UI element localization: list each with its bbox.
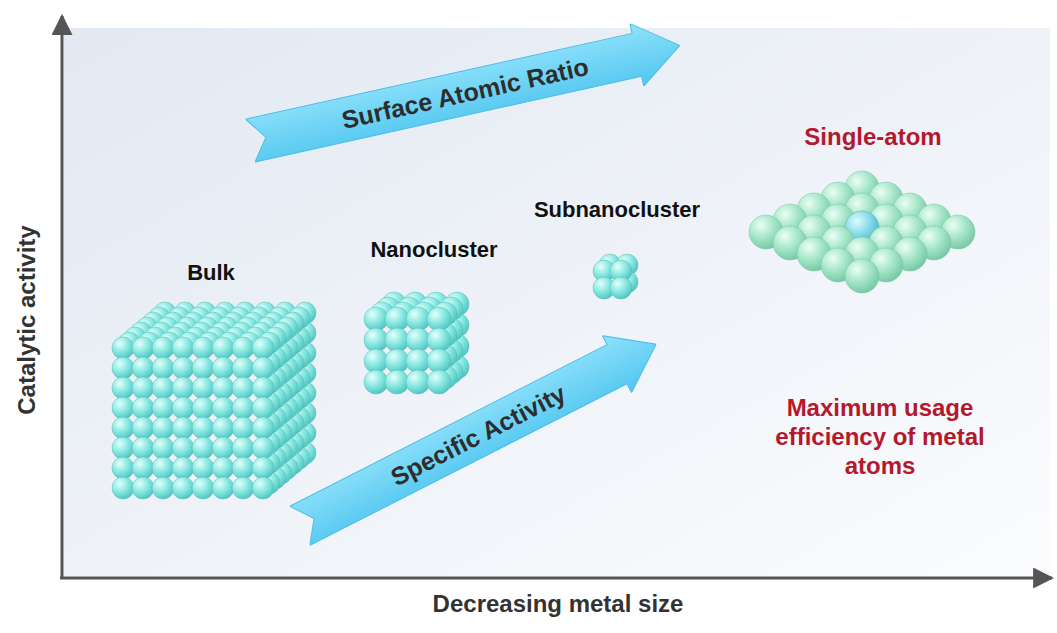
metal-atom — [232, 357, 254, 379]
metal-atom — [385, 349, 409, 373]
metal-atom — [212, 337, 234, 359]
metal-atom — [252, 417, 274, 439]
metal-atom — [192, 397, 214, 419]
metal-atom — [112, 377, 134, 399]
metal-atom — [132, 357, 154, 379]
nanocluster-model — [364, 292, 469, 394]
metal-atom — [232, 477, 254, 499]
atom-models — [112, 171, 975, 499]
metal-atom — [364, 349, 388, 373]
axis-label: Catalytic activity — [13, 225, 42, 414]
metal-atom — [212, 357, 234, 379]
metal-atom — [152, 417, 174, 439]
metal-atom — [232, 377, 254, 399]
metal-atom — [172, 417, 194, 439]
metal-atom — [132, 417, 154, 439]
subnanocluster-model — [593, 254, 638, 299]
metal-atom — [112, 357, 134, 379]
metal-atom — [385, 370, 409, 394]
metal-atom — [112, 417, 134, 439]
metal-atom — [172, 457, 194, 479]
axis-label: Decreasing metal size — [433, 590, 684, 619]
metal-atom — [192, 337, 214, 359]
support-atom — [845, 259, 879, 293]
size-label: Nanocluster — [370, 237, 497, 263]
metal-atom — [172, 437, 194, 459]
metal-atom — [252, 457, 274, 479]
size-label: Subnanocluster — [534, 197, 700, 223]
y-axis — [61, 16, 64, 578]
metal-atom — [192, 457, 214, 479]
metal-atom — [112, 457, 134, 479]
size-label: Bulk — [187, 260, 235, 286]
metal-atom — [406, 307, 430, 331]
metal-atom — [152, 337, 174, 359]
metal-atom — [192, 357, 214, 379]
metal-atom — [212, 477, 234, 499]
metal-atom — [132, 377, 154, 399]
arrow-body — [285, 316, 670, 555]
metal-atom — [232, 457, 254, 479]
metal-atom — [172, 357, 194, 379]
metal-atom — [252, 437, 274, 459]
metal-atom — [427, 328, 451, 352]
metal-atom — [427, 370, 451, 394]
metal-atom — [172, 477, 194, 499]
size-label: Single-atom — [804, 123, 941, 152]
metal-atom — [152, 397, 174, 419]
metal-atom — [385, 307, 409, 331]
metal-atom — [364, 328, 388, 352]
metal-atom — [252, 377, 274, 399]
metal-atom — [152, 357, 174, 379]
metal-atom — [112, 337, 134, 359]
metal-atom — [406, 370, 430, 394]
highlight-note: Maximum usage efficiency of metal atoms — [763, 394, 998, 480]
metal-atom — [427, 349, 451, 373]
metal-atom — [112, 437, 134, 459]
bulk-cube — [112, 302, 316, 499]
metal-atom — [192, 477, 214, 499]
metal-atom — [252, 477, 274, 499]
metal-atom — [132, 397, 154, 419]
metal-atom — [212, 417, 234, 439]
metal-atom — [132, 457, 154, 479]
metal-atom — [385, 328, 409, 352]
metal-atom — [212, 457, 234, 479]
metal-atom — [252, 397, 274, 419]
arrow-body — [243, 14, 686, 172]
metal-atom — [192, 417, 214, 439]
metal-atom — [364, 307, 388, 331]
metal-atom — [172, 337, 194, 359]
single-atom-model — [749, 171, 975, 293]
background-panel — [64, 28, 1050, 576]
metal-atom — [172, 397, 194, 419]
metal-atom — [192, 377, 214, 399]
metal-atom — [232, 397, 254, 419]
metal-atom — [610, 277, 632, 299]
metal-atom — [152, 437, 174, 459]
metal-atom — [252, 357, 274, 379]
metal-atom — [212, 377, 234, 399]
metal-atom — [172, 377, 194, 399]
metal-atom — [406, 349, 430, 373]
metal-atom — [364, 370, 388, 394]
metal-atom — [232, 437, 254, 459]
metal-atom — [212, 397, 234, 419]
metal-atom — [152, 457, 174, 479]
x-axis — [60, 577, 1052, 580]
metal-atom — [132, 437, 154, 459]
metal-atom — [232, 417, 254, 439]
metal-atom — [232, 337, 254, 359]
metal-atom — [112, 397, 134, 419]
metal-atom — [152, 477, 174, 499]
metal-atom — [152, 377, 174, 399]
metal-atom — [252, 337, 274, 359]
metal-atom — [427, 307, 451, 331]
metal-atom — [132, 337, 154, 359]
metal-atom — [212, 437, 234, 459]
metal-atom — [406, 328, 430, 352]
metal-atom — [112, 477, 134, 499]
metal-atom — [132, 477, 154, 499]
metal-atom — [192, 437, 214, 459]
